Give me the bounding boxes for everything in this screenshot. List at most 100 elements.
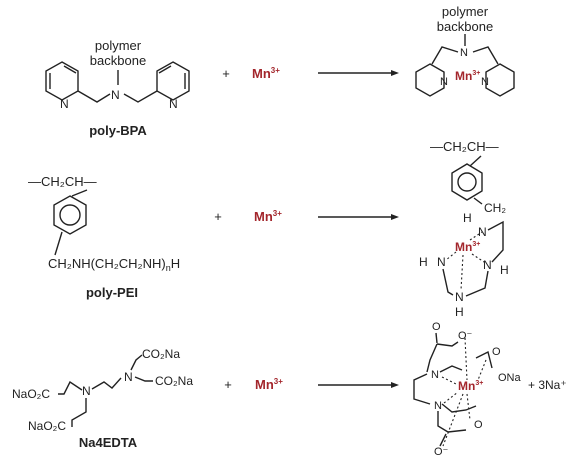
plus-sign-2: + (214, 209, 222, 224)
product-mn-3: Mn3+ (458, 379, 483, 393)
product-annotation-line2: backbone (437, 19, 493, 34)
product-pei-h-top: H (463, 211, 472, 225)
product-edta-arm-1 (426, 343, 438, 373)
product-mn-2: Mn3+ (455, 240, 480, 254)
edta-group-bottom: NaO₂C (28, 419, 66, 433)
left-pyridine-ring (45, 61, 79, 101)
arrowhead-2 (391, 214, 399, 220)
edta-arm-bottom (71, 398, 87, 427)
product-right-arm (472, 46, 499, 65)
product-edta-n-top: N (431, 369, 439, 381)
edta-coord-5 (466, 393, 471, 421)
product-annotation-line1: polymer (442, 4, 489, 19)
product-edta-o-right: O (492, 346, 501, 358)
edta-group-top: CO₂Na (142, 347, 180, 361)
product-pei-n-right: N (483, 258, 492, 272)
edta-arm-left (58, 380, 83, 395)
product-edta-o-minus-top: O⁻ (458, 330, 473, 342)
mn-ion-2: Mn3+ (254, 209, 282, 224)
product-pei-h-bottom: H (455, 305, 464, 319)
edta-group-right: CO₂Na (155, 374, 193, 388)
product-pei-ring-bond (473, 197, 483, 205)
product-pei-ring (451, 163, 483, 201)
product-amine-n: N (460, 47, 468, 59)
product-pei-n-top: N (478, 225, 487, 239)
coord-bond-2 (445, 251, 457, 261)
product-left-arm (431, 46, 459, 65)
edta-n-left: N (82, 384, 91, 398)
right-ring-double-bond-2 (158, 65, 172, 74)
label-poly-pei: poly-PEI (86, 285, 138, 300)
plus-sign-3: + (224, 377, 232, 392)
pei-backbone: —CH₂CH— (28, 174, 97, 189)
product-mn-1: Mn3+ (455, 69, 480, 83)
product-pei-n-bottom: N (455, 290, 464, 304)
edta-coord-6 (442, 393, 464, 447)
row-na4edta: CO₂Na CO₂Na NaO₂C NaO₂C N N Na4EDTA + Mn… (12, 321, 567, 458)
product-pei-ethylene-1 (487, 220, 504, 263)
product-pei-backbone-bond (469, 155, 482, 167)
left-ch2-bond (77, 90, 111, 103)
arrowhead-3 (391, 382, 399, 388)
product-edta-ona: ONa (498, 372, 522, 384)
reactant-annotation-line1: polymer (95, 38, 142, 53)
byproduct-sodium: + 3Na⁺ (528, 378, 567, 392)
coord-bond-4 (460, 254, 464, 291)
pei-ring-to-sidechain (54, 231, 63, 256)
edta-coord-2 (477, 359, 487, 381)
product-pei-aromatic-circle (457, 172, 477, 192)
right-ch2-bond (123, 90, 158, 103)
edta-arm-right (134, 376, 153, 382)
edta-arm-top (130, 354, 143, 371)
product-pei-ch2: CH₂ (484, 201, 506, 215)
product-edta-ethylene (413, 373, 431, 405)
right-pyridine-ring (156, 61, 190, 101)
edta-n-right: N (124, 370, 133, 384)
product-edta-n-bottom: N (434, 400, 442, 412)
amine-n: N (111, 88, 120, 102)
plus-sign-1: + (222, 66, 230, 81)
product-pei-n-left: N (437, 255, 446, 269)
pei-aromatic-circle (59, 204, 81, 226)
product-edta-carboxyl-2 (475, 350, 493, 369)
edta-coord-3 (441, 376, 457, 385)
edta-group-left: NaO₂C (12, 387, 50, 401)
product-edta-co-1 (435, 332, 438, 344)
row-poly-pei: —CH₂CH— CH₂NH(CH₂CH₂NH)nH poly-PEI + Mn3… (28, 139, 509, 319)
product-right-ring (485, 63, 515, 97)
pei-benzene-ring (53, 195, 87, 235)
product-edta-carboxyl-4 (439, 433, 447, 447)
label-na4edta: Na4EDTA (79, 435, 138, 450)
mn-ion-1: Mn3+ (252, 66, 280, 81)
product-pei-h-right: H (500, 263, 509, 277)
product-edta-o-top: O (432, 321, 441, 333)
product-edta-o-minus-bottom: O⁻ (434, 446, 449, 458)
product-pei-backbone: —CH₂CH— (430, 139, 499, 154)
pei-backbone-to-ring (71, 189, 88, 197)
mn-ion-3: Mn3+ (255, 377, 283, 392)
left-ring-double-bond-2 (63, 65, 77, 74)
edta-ethylene-bridge (91, 377, 122, 390)
edta-coord-1 (464, 337, 468, 381)
product-left-ring (415, 63, 445, 97)
product-pei-h-left: H (419, 255, 428, 269)
product-edta-arm-3 (441, 403, 477, 413)
reactant-annotation-line2: backbone (90, 53, 146, 68)
product-edta-o-bottom: O (474, 419, 483, 431)
arrowhead-1 (391, 70, 399, 76)
product-right-n: N (481, 76, 489, 88)
pei-side-chain: CH₂NH(CH₂CH₂NH)nH (48, 256, 180, 273)
row-poly-bpa: polymer backbone N N N poly-BPA + Mn3+ p… (45, 4, 515, 138)
product-pei-ethylene-3 (465, 270, 489, 297)
product-pei-ethylene-2 (442, 268, 454, 296)
product-edta-carboxyl-3 (447, 429, 467, 433)
product-edta-carboxyl-1 (436, 341, 459, 347)
product-edta-arm-4 (437, 411, 449, 433)
product-edta-arm-2 (439, 365, 463, 373)
left-pyridine-n: N (60, 97, 69, 111)
right-pyridine-n: N (169, 97, 178, 111)
edta-coord-4 (443, 391, 459, 404)
product-left-n: N (440, 76, 448, 88)
label-poly-bpa: poly-BPA (89, 123, 147, 138)
